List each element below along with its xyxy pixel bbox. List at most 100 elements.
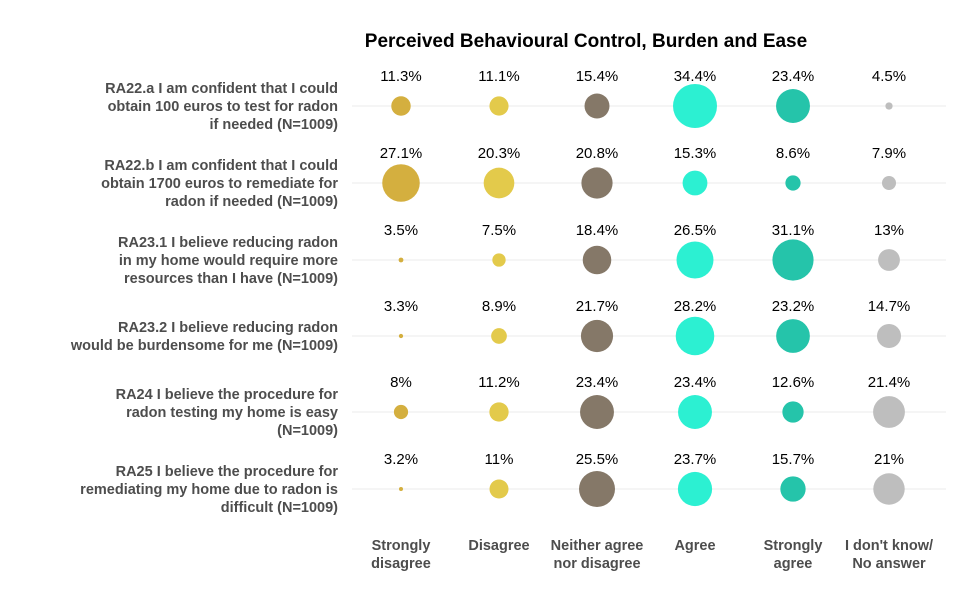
value-label: 7.9% xyxy=(872,145,906,162)
column-label-line: Agree xyxy=(674,538,715,554)
column-label-line: Strongly xyxy=(764,538,823,554)
column-label-line: No answer xyxy=(852,556,926,572)
column-label: Agree xyxy=(674,538,715,554)
row-label-line: RA23.1 I believe reducing radon xyxy=(118,235,338,251)
row-label-line: obtain 1700 euros to remediate for xyxy=(101,176,338,192)
value-label: 21% xyxy=(874,451,904,468)
value-label: 11.1% xyxy=(478,68,519,85)
bubble xyxy=(382,164,420,202)
column-label: Neither agree nor disagree xyxy=(551,538,644,572)
row-label-line: (N=1009) xyxy=(277,423,338,439)
bubble xyxy=(873,396,905,428)
value-label: 3.3% xyxy=(384,298,418,315)
bubbles xyxy=(382,84,905,507)
bubble xyxy=(782,401,804,423)
row-label-line: difficult (N=1009) xyxy=(221,500,338,516)
row-label-line: remediating my home due to radon is xyxy=(80,482,338,498)
column-labels: Strongly disagree Disagree Neither agree nor… xyxy=(371,538,933,572)
value-label: 8.9% xyxy=(482,298,516,315)
bubble xyxy=(582,245,612,275)
value-label: 28.2% xyxy=(674,298,717,315)
column-label-line: nor disagree xyxy=(553,556,640,572)
row-label-line: RA23.2 I believe reducing radon xyxy=(118,320,338,336)
bubble xyxy=(873,473,905,505)
value-label: 4.5% xyxy=(872,68,906,85)
bubble xyxy=(581,167,613,199)
row-label-line: radon if needed (N=1009) xyxy=(165,194,338,210)
value-label: 8.6% xyxy=(776,145,810,162)
bubble xyxy=(584,93,610,119)
value-label: 26.5% xyxy=(674,222,717,239)
bubble xyxy=(682,170,708,196)
row-label-line: RA22.b I am confident that I could xyxy=(104,158,338,174)
grid-lines xyxy=(352,105,946,490)
value-label: 21.4% xyxy=(868,374,911,391)
column-label-line: I don't know/ xyxy=(845,538,933,554)
bubble xyxy=(673,84,717,128)
value-label: 34.4% xyxy=(674,68,717,85)
row-label-line: RA24 I believe the procedure for xyxy=(116,387,339,403)
row-label-line: if needed (N=1009) xyxy=(209,117,338,133)
bubble xyxy=(491,328,507,344)
value-label: 15.7% xyxy=(772,451,815,468)
bubble xyxy=(398,257,404,263)
value-label: 23.7% xyxy=(674,451,717,468)
bubble xyxy=(580,395,614,429)
row-label-line: would be burdensome for me (N=1009) xyxy=(70,338,338,354)
value-label: 23.2% xyxy=(772,298,815,315)
bubble xyxy=(492,253,506,267)
bubble xyxy=(878,249,900,271)
value-label: 23.4% xyxy=(674,374,717,391)
row-label: RA22.b I am confident that I could obtain… xyxy=(101,158,338,210)
bubble xyxy=(580,319,614,353)
bubble xyxy=(675,316,715,356)
column-label-line: Neither agree xyxy=(551,538,644,554)
bubble xyxy=(393,404,409,420)
row-label-line: in my home would require more xyxy=(119,253,338,269)
bubble xyxy=(677,471,713,507)
row-label: RA23.1 I believe reducing radon in my hom… xyxy=(118,235,338,287)
bubble xyxy=(391,96,411,116)
value-label: 13% xyxy=(874,222,904,239)
value-label: 15.4% xyxy=(576,68,619,85)
value-label: 8% xyxy=(390,374,412,391)
chart-title: Perceived Behavioural Control, Burden an… xyxy=(365,31,807,52)
bubble xyxy=(489,402,509,422)
value-label: 3.2% xyxy=(384,451,418,468)
value-label: 11.2% xyxy=(478,374,519,391)
bubble xyxy=(876,323,902,349)
bubble xyxy=(776,89,810,123)
bubble xyxy=(489,96,509,116)
column-label-line: agree xyxy=(774,556,813,572)
row-label-line: obtain 100 euros to test for radon xyxy=(108,99,338,115)
value-label: 23.4% xyxy=(772,68,815,85)
value-label: 20.8% xyxy=(576,145,619,162)
value-label: 15.3% xyxy=(674,145,717,162)
column-label-line: Strongly xyxy=(372,538,431,554)
bubble xyxy=(885,102,893,110)
bubble xyxy=(776,319,810,353)
column-label-line: Disagree xyxy=(468,538,529,554)
value-label: 7.5% xyxy=(482,222,516,239)
value-label: 27.1% xyxy=(380,145,423,162)
value-label: 11% xyxy=(485,451,514,468)
value-label: 20.3% xyxy=(478,145,521,162)
value-labels: 11.3% 11.1% 15.4% 34.4% 23.4% 4.5% 27.1% 20.3% 2… xyxy=(380,68,911,468)
value-label: 21.7% xyxy=(576,298,619,315)
row-label: RA23.2 I believe reducing radon would be … xyxy=(70,320,338,354)
bubble xyxy=(780,476,806,502)
column-label: Disagree xyxy=(468,538,529,554)
bubble xyxy=(881,175,897,191)
column-label-line: disagree xyxy=(371,556,431,572)
row-label-line: resources than I have (N=1009) xyxy=(124,271,338,287)
bubble xyxy=(399,487,403,491)
value-label: 11.3% xyxy=(380,68,421,85)
bubble xyxy=(483,167,515,199)
bubble xyxy=(676,241,714,279)
value-label: 23.4% xyxy=(576,374,619,391)
